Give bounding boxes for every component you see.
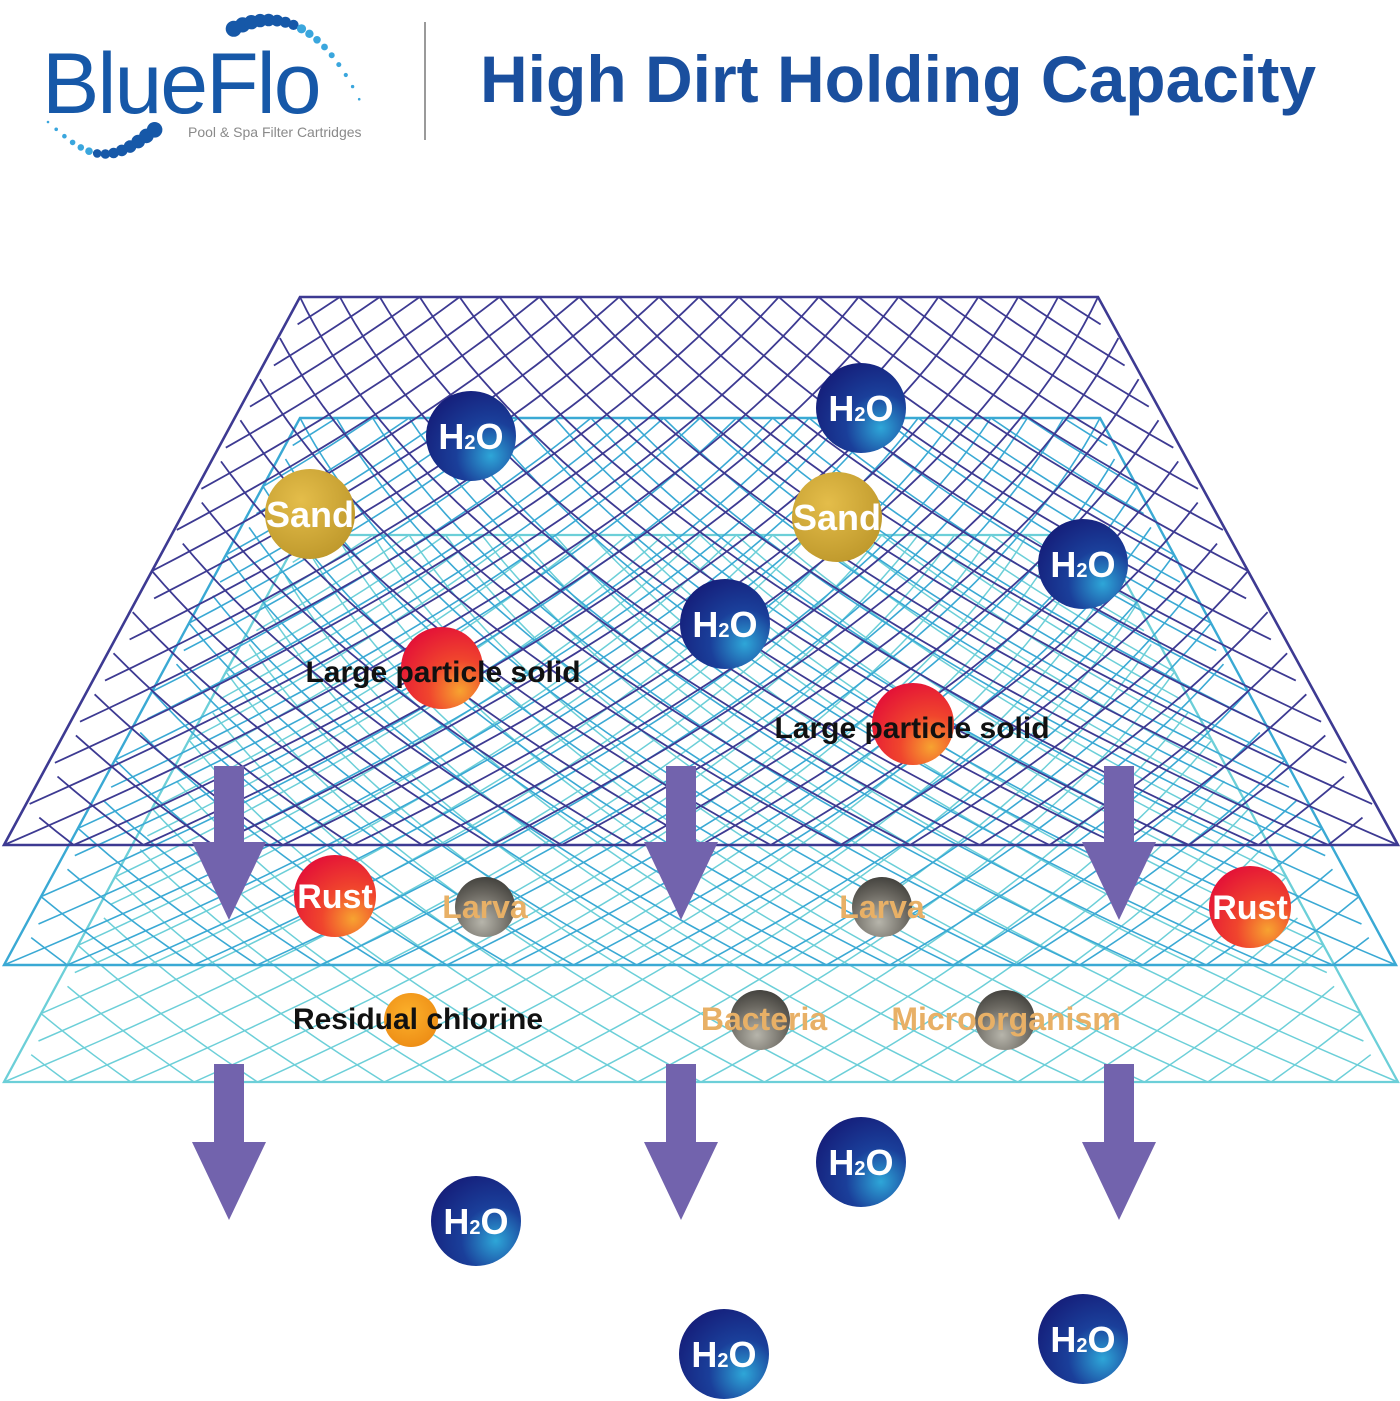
sand-particle: Sand (792, 472, 882, 562)
svg-text:Large particle solid: Large particle solid (774, 712, 1049, 745)
svg-text:H2O: H2O (828, 1142, 893, 1183)
page-title: High Dirt Holding Capacity (480, 42, 1316, 116)
logo-dot (343, 72, 348, 78)
svg-text:Larva: Larva (839, 889, 925, 925)
logo-dot (313, 36, 321, 44)
water-molecule: H2O (816, 363, 906, 453)
logo-dot (279, 16, 291, 28)
svg-text:H2O: H2O (691, 1334, 756, 1375)
microorganism-particle: Microorganism (891, 990, 1121, 1050)
sand-particle: Sand (265, 469, 355, 559)
svg-text:H2O: H2O (1050, 1319, 1115, 1360)
svg-text:Rust: Rust (1212, 889, 1288, 927)
logo-dot (146, 122, 163, 138)
down-arrow-icon (192, 1064, 266, 1220)
svg-text:Bacteria: Bacteria (701, 1001, 828, 1037)
svg-text:Larva: Larva (442, 889, 528, 925)
logo-dot (336, 62, 342, 68)
svg-text:Rust: Rust (297, 878, 373, 916)
svg-text:Sand: Sand (793, 497, 881, 538)
logo-dot (62, 133, 67, 139)
flow-arrows (192, 766, 1156, 1220)
logo-dots-icon (46, 13, 361, 159)
particles: H2O H2O H2O H2O Sand Sand Large particle… (265, 363, 1291, 1399)
logo-dot (54, 127, 58, 132)
logo-dot (296, 24, 307, 34)
residual-chlorine-particle: Residual chlorine (293, 993, 543, 1047)
svg-text:Sand: Sand (266, 494, 354, 535)
logo-dot (77, 144, 85, 151)
logo-dot (305, 29, 314, 38)
larva-particle: Larva (839, 877, 925, 937)
brand-logo: BlueFlo (42, 36, 320, 132)
logo-dot (92, 149, 102, 158)
logo-dot (262, 13, 275, 27)
rust-particle: Rust (294, 855, 376, 937)
water-molecule: H2O (680, 579, 770, 669)
down-arrow-icon (1082, 766, 1156, 920)
svg-text:Residual chlorine: Residual chlorine (293, 1003, 543, 1036)
bacteria-particle: Bacteria (701, 990, 828, 1050)
large-particle-solid: Large particle solid (774, 683, 1050, 765)
logo-dot (46, 120, 50, 124)
coarse-filter-mesh (1, 295, 1400, 847)
logo-dot (288, 19, 299, 30)
down-arrow-icon (1082, 1064, 1156, 1220)
logo-dot (85, 147, 93, 155)
logo-dot (328, 52, 335, 59)
svg-text:H2O: H2O (443, 1201, 508, 1242)
header: BlueFlo Pool & Spa Filter Cartridges Hig… (42, 13, 1316, 159)
svg-text:H2O: H2O (438, 416, 503, 457)
large-particle-solid: Large particle solid (305, 627, 581, 709)
down-arrow-icon (644, 1064, 718, 1220)
water-molecule: H2O (1038, 519, 1128, 609)
down-arrow-icon (192, 766, 266, 920)
filtered-water-molecule: H2O (431, 1176, 521, 1266)
svg-text:H2O: H2O (1050, 544, 1115, 585)
brand-tagline: Pool & Spa Filter Cartridges (188, 124, 362, 140)
logo-dot (100, 149, 111, 159)
svg-text:Large particle solid: Large particle solid (305, 656, 580, 689)
logo-dot (69, 139, 76, 146)
svg-text:H2O: H2O (692, 604, 757, 645)
down-arrow-icon (644, 766, 718, 920)
svg-text:H2O: H2O (828, 388, 893, 429)
water-molecule: H2O (426, 391, 516, 481)
logo-dot (357, 97, 361, 101)
filtered-water-molecule: H2O (679, 1309, 769, 1399)
rust-particle: Rust (1209, 866, 1291, 948)
logo-dot (321, 43, 328, 51)
larva-particle: Larva (442, 877, 528, 937)
filtered-water-molecule: H2O (816, 1117, 906, 1207)
logo-dot (271, 14, 283, 27)
svg-text:Microorganism: Microorganism (891, 1001, 1120, 1037)
logo-dot (350, 84, 355, 89)
filtered-water-molecule: H2O (1038, 1294, 1128, 1384)
